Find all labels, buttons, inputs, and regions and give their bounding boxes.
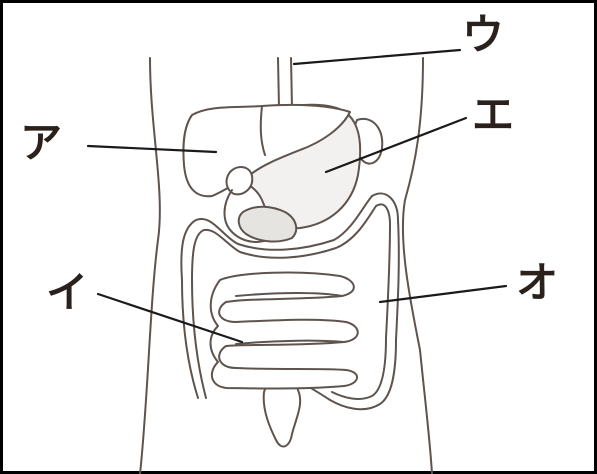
body-outline-left [140,58,160,474]
esophagus [278,58,292,108]
leader-line-u [294,50,460,64]
gallbladder [227,167,253,194]
body-outline-right [403,58,432,474]
label-o: オ [516,262,558,304]
small-intestine [211,273,358,389]
label-i: イ [46,272,88,314]
label-a: ア [20,122,62,164]
label-u: ウ [462,14,504,56]
label-e: エ [472,94,514,136]
